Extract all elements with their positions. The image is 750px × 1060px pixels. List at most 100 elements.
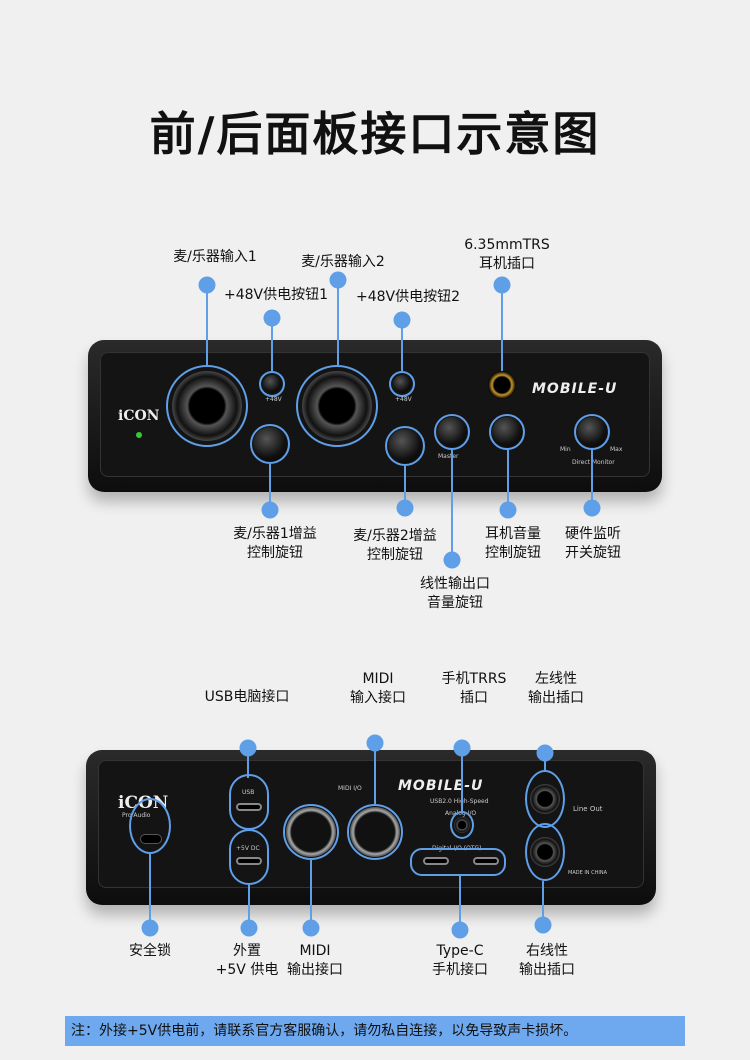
max-label: Max [610, 446, 623, 453]
highlight-ring [347, 804, 403, 860]
master-label: Master [438, 453, 459, 460]
power-led [136, 432, 142, 438]
callout-dot [366, 734, 384, 752]
callout-lock: 安全锁 [129, 943, 171, 959]
callout-dot [534, 916, 552, 934]
phantom-label-2: +48V [395, 396, 412, 403]
highlight-ring [489, 414, 525, 450]
callout-line [271, 318, 273, 371]
label-line: 线性输出口 [420, 576, 490, 592]
label-line: 控制旋钮 [247, 545, 303, 561]
callout-dot [443, 551, 461, 569]
label-line: 插口 [460, 690, 488, 706]
typec-port-2 [473, 857, 499, 865]
callout-line [591, 450, 593, 508]
callout-dot [261, 501, 279, 519]
callout-line [542, 881, 544, 925]
label-line: 麦/乐器2增益 [353, 528, 437, 544]
highlight-ring [166, 365, 248, 447]
callout-dot [239, 739, 257, 757]
back-model-logo: MOBILE-U [398, 778, 484, 794]
line-out-label: Line Out [573, 805, 603, 813]
callout-midi-in: MIDI 输入接口 [350, 670, 406, 708]
label-line: 输入接口 [350, 690, 406, 706]
label-line: 外置 [232, 943, 261, 959]
callout-dot [198, 276, 216, 294]
callout-line [507, 450, 509, 510]
callout-dot [396, 499, 414, 517]
label-line: 耳机插口 [479, 256, 535, 272]
label-line: 硬件监听 [565, 526, 621, 542]
callout-line [206, 285, 208, 365]
callout-dot [263, 309, 281, 327]
callout-right-out: 右线性输出插口 [519, 942, 575, 980]
callout-master: 线性输出口音量旋钮 [420, 575, 490, 613]
midi-label: MIDI I/O [338, 785, 362, 792]
label-line: 手机TRRS [441, 671, 507, 687]
highlight-ring [525, 770, 565, 828]
highlight-ring [574, 414, 610, 450]
callout-phantom2: +48V供电按钮2 [355, 289, 461, 305]
label-line: 开关旋钮 [565, 545, 621, 561]
highlight-ring [259, 371, 285, 397]
usb-speed-label: USB2.0 High-Speed [430, 798, 489, 805]
callout-usb: USB电脑接口 [204, 689, 290, 705]
label-line: MIDI [299, 943, 331, 959]
label-line: +5V 供电 [215, 962, 279, 978]
callout-dot [393, 311, 411, 329]
made-in-label: MADE IN CHINA [568, 870, 608, 876]
highlight-ring [296, 365, 378, 447]
label-line: 麦/乐器1增益 [233, 526, 317, 542]
callout-line [247, 748, 249, 778]
callout-input2: 麦/乐器输入2 [301, 254, 385, 270]
front-model-logo: MOBILE-U [532, 381, 618, 397]
label-line: MIDI [362, 671, 394, 687]
callout-headphone: 6.35mmTRS 耳机插口 [464, 236, 550, 274]
callout-dot [499, 501, 517, 519]
highlight-ring [389, 371, 415, 397]
label-line: 音量旋钮 [427, 595, 483, 611]
page-title: 前/后面板接口示意图 [149, 107, 601, 161]
callout-gain1: 麦/乐器1增益控制旋钮 [233, 525, 317, 563]
callout-line [501, 285, 503, 371]
callout-line [149, 854, 151, 928]
highlight-ring [385, 426, 425, 466]
callout-line [461, 748, 463, 812]
warning-note: 注：外接+5V供电前，请联系官方客服确认，请勿私自连接，以免导致声卡损坏。 [65, 1016, 685, 1046]
callout-dot [453, 739, 471, 757]
highlight-ring [129, 798, 171, 854]
callout-dot [302, 919, 320, 937]
label-line: 控制旋钮 [485, 545, 541, 561]
highlight-ring [525, 823, 565, 881]
highlight-ring [229, 829, 269, 885]
callout-line [337, 280, 339, 365]
label-line: 手机接口 [432, 962, 488, 978]
callout-trrs: 手机TRRS 插口 [442, 670, 507, 708]
typec-port-1 [423, 857, 449, 865]
callout-left-out: 左线性输出插口 [528, 670, 584, 708]
min-label: Min [560, 446, 571, 453]
phantom-label-1: +48V [265, 396, 282, 403]
callout-line [248, 885, 250, 928]
callout-line [459, 876, 461, 930]
label-line: 控制旋钮 [367, 547, 423, 563]
label-line: 左线性 [535, 671, 577, 687]
callout-dot [493, 276, 511, 294]
callout-dot [329, 271, 347, 289]
highlight-ring [410, 848, 506, 876]
callout-monitor: 硬件监听开关旋钮 [565, 525, 621, 563]
dc-port [236, 857, 262, 865]
callout-line [451, 450, 453, 560]
label-line: 右线性 [526, 943, 568, 959]
label-line: 6.35mmTRS [464, 237, 550, 253]
callout-gain2: 麦/乐器2增益控制旋钮 [353, 527, 437, 565]
callout-phantom1: +48V供电按钮1 [223, 287, 329, 303]
callout-dc: 外置 +5V 供电 [216, 942, 279, 980]
callout-line [310, 860, 312, 928]
callout-line [544, 753, 546, 771]
highlight-ring [434, 414, 470, 450]
front-brand-logo: iCON [118, 408, 160, 424]
callout-dot [451, 921, 469, 939]
highlight-ring [450, 811, 474, 839]
